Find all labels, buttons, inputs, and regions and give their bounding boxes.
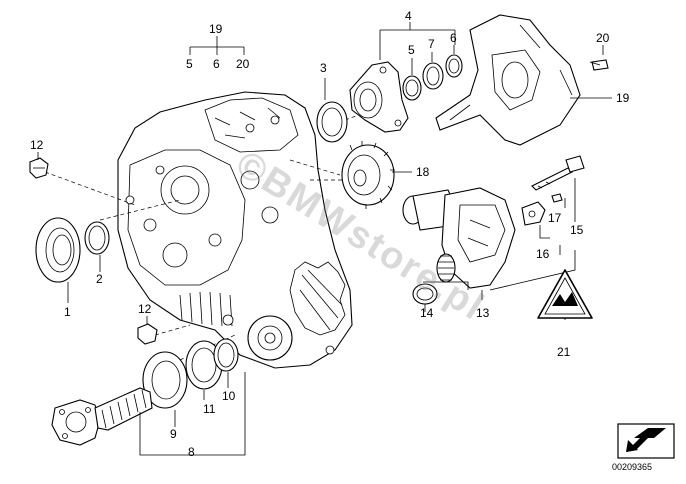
part-19-cover[interactable]	[435, 14, 581, 146]
callout-7: 7	[428, 37, 435, 51]
callout-20-top: 20	[236, 57, 250, 71]
part-2-o-ring[interactable]	[84, 221, 110, 255]
callout-labels: 1 2 12 12 9 11 10 8 19 5 6 20 3 4 5 7 6 …	[30, 9, 630, 459]
arrow-down-left-icon[interactable]	[617, 423, 675, 459]
part-1-radial-seal[interactable]	[35, 217, 81, 283]
part-10-o-ring[interactable]	[213, 338, 239, 372]
part-4-bearing-housing[interactable]	[349, 61, 409, 133]
callout-9: 9	[170, 427, 177, 441]
callout-17: 17	[548, 211, 562, 225]
callout-14: 14	[420, 306, 434, 320]
callout-21: 21	[557, 345, 571, 359]
triangle-warning-icon	[537, 269, 593, 319]
part-7-ring[interactable]	[422, 62, 444, 90]
callout-15: 15	[570, 223, 584, 237]
callout-5: 5	[408, 43, 415, 57]
part-14-o-ring[interactable]	[412, 283, 438, 305]
part-11-ring[interactable]	[185, 340, 223, 390]
callout-3: 3	[320, 61, 327, 75]
part-12-plug-lower[interactable]	[137, 323, 158, 345]
callout-11: 11	[203, 402, 216, 416]
callout-18: 18	[416, 165, 430, 179]
callout-5-top: 5	[186, 57, 193, 71]
part-13-actuator-motor[interactable]	[402, 187, 516, 289]
callout-2: 2	[96, 272, 103, 286]
leader-lines	[37, 22, 612, 456]
callout-1: 1	[64, 305, 71, 319]
callout-12-upper: 12	[30, 138, 44, 152]
part-5-ring[interactable]	[402, 75, 422, 101]
callout-4: 4	[405, 9, 412, 23]
part-18-gear[interactable]	[341, 141, 395, 209]
callout-19: 19	[616, 91, 630, 105]
part-20-bolt[interactable]	[589, 59, 609, 71]
transfer-case-housing[interactable]	[117, 91, 353, 369]
output-flange-shaft[interactable]	[51, 387, 153, 446]
callout-6: 6	[450, 31, 457, 45]
part-12-plug-upper[interactable]	[29, 157, 49, 179]
callout-16: 16	[536, 247, 550, 261]
callout-20: 20	[596, 31, 610, 45]
part-9-seal[interactable]	[142, 351, 188, 409]
callout-19-top: 19	[209, 22, 223, 36]
callout-13: 13	[476, 306, 490, 320]
callout-8: 8	[188, 445, 195, 459]
part-3-ring[interactable]	[316, 101, 348, 143]
part-6-ring[interactable]	[445, 54, 463, 78]
part-16-sensor[interactable]	[521, 201, 546, 226]
part-14-pinion[interactable]	[436, 253, 456, 283]
part-17-screw[interactable]	[551, 193, 563, 203]
diagram-id: 00209365	[612, 462, 653, 472]
part-15-bolt[interactable]	[531, 155, 585, 191]
callout-12-lower: 12	[138, 302, 152, 316]
callout-6-top: 6	[213, 57, 220, 71]
callout-10: 10	[222, 389, 236, 403]
